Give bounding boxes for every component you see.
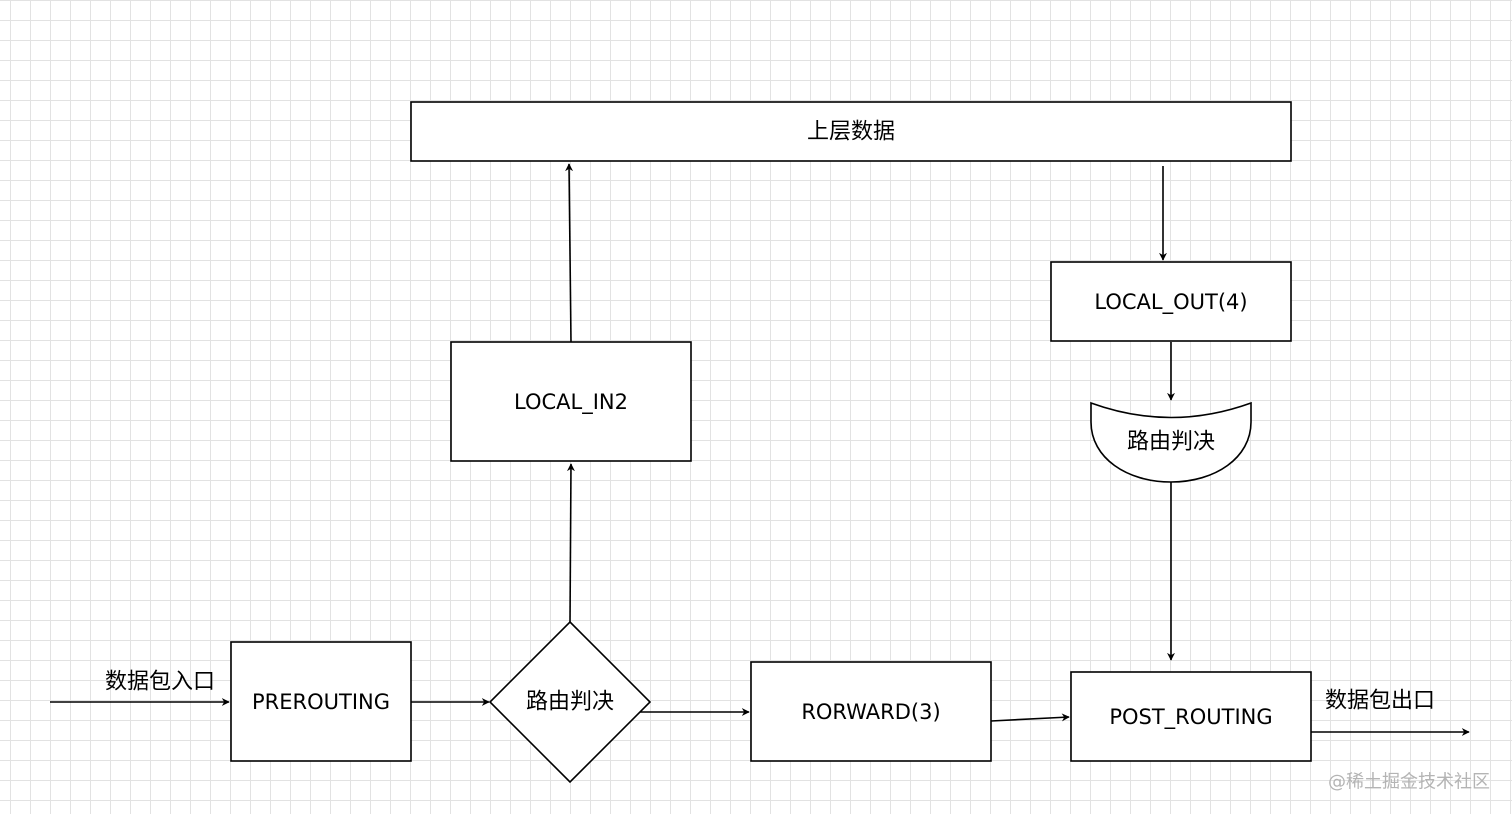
watermark: @稀土掘金技术社区 <box>1328 772 1490 793</box>
node-route-decision-bottom-label: 路由判决 <box>526 690 614 715</box>
node-local-in: LOCAL_IN2 <box>450 341 692 462</box>
node-post-routing: POST_ROUTING <box>1070 671 1312 762</box>
node-route-decision-top-label: 路由判决 <box>1127 430 1215 455</box>
edge-forward-to-post-routing <box>990 713 1070 722</box>
node-local-in-label: LOCAL_IN2 <box>514 390 628 415</box>
node-route-decision-bottom: 路由判决 <box>488 620 652 784</box>
node-post-routing-label: POST_ROUTING <box>1109 705 1272 730</box>
node-prerouting: PREROUTING <box>230 641 412 762</box>
node-local-out: LOCAL_OUT(4) <box>1050 261 1292 342</box>
edge-label-packet-in: 数据包入口 <box>105 670 215 695</box>
node-upper-data-label: 上层数据 <box>807 120 895 145</box>
edge-local-in-to-upper-data <box>565 163 574 343</box>
node-forward: RORWARD(3) <box>750 661 992 762</box>
node-forward-label: RORWARD(3) <box>801 700 940 724</box>
node-local-out-label: LOCAL_OUT(4) <box>1094 290 1247 315</box>
node-route-decision-top: 路由判决 <box>1090 401 1252 483</box>
edge-route-decision-to-local-in <box>566 463 575 623</box>
edge-label-packet-out: 数据包出口 <box>1325 689 1435 714</box>
node-prerouting-label: PREROUTING <box>252 690 390 714</box>
node-upper-data: 上层数据 <box>410 101 1292 162</box>
